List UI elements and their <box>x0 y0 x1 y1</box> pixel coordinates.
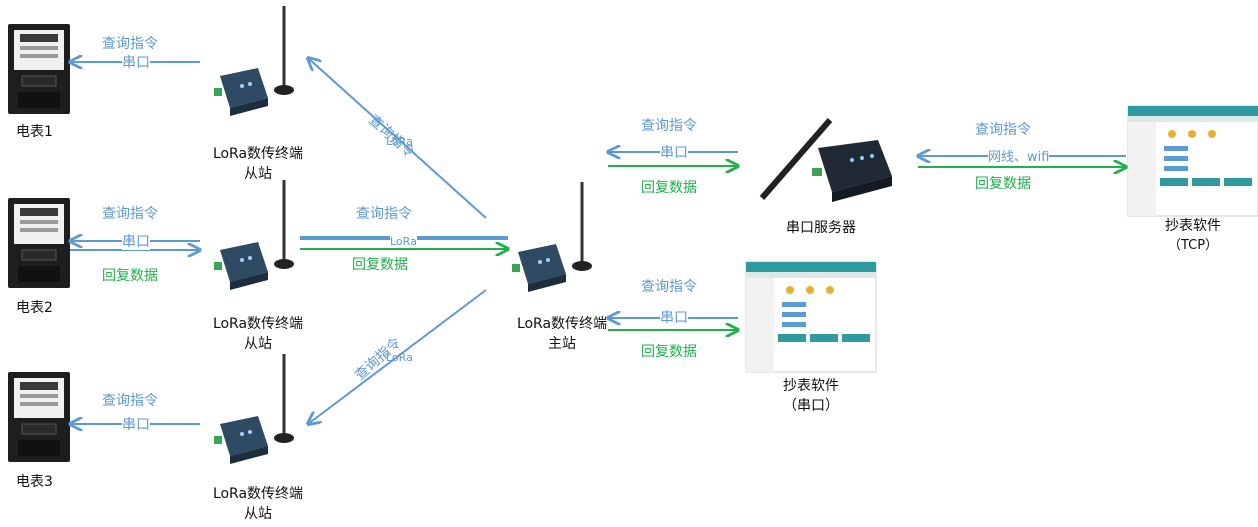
lora-top-medium-label: LoRa <box>386 135 413 148</box>
meter-1-image <box>7 23 71 115</box>
master-device <box>510 180 594 294</box>
meter-2-image <box>7 197 71 289</box>
meter-3-image <box>7 371 71 463</box>
lora-mid-query-label: 查询指令 <box>356 206 412 222</box>
serial-software-label: 抄表软件 （串口） <box>746 378 876 414</box>
slave-2-label: LoRa数传终端 从站 <box>196 316 320 352</box>
serial-software-line2: （串口） <box>783 398 839 414</box>
slave-3-line2: 从站 <box>244 506 272 522</box>
server-query-label: 查询指令 <box>641 118 697 134</box>
meter1-medium-label: 串口 <box>122 55 150 71</box>
lora-bottom-arrow <box>308 289 487 424</box>
lora-top-arrow <box>308 58 487 219</box>
slave-1-label: LoRa数传终端 从站 <box>196 146 320 182</box>
serial-sw-query-label: 查询指令 <box>641 279 697 295</box>
meter-3-label: 电表3 <box>16 474 53 490</box>
meter2-reply-label: 回复数据 <box>102 268 158 284</box>
serial-sw-reply-label: 回复数据 <box>641 344 697 360</box>
lora-mid-medium-label: LoRa <box>390 235 417 248</box>
tcp-query-label: 查询指令 <box>975 122 1031 138</box>
slave-2-line2: 从站 <box>244 336 272 352</box>
slave-1-line1: LoRa数传终端 <box>212 146 304 162</box>
master-label: LoRa数传终端 主站 <box>496 316 628 352</box>
tcp-software-screenshot <box>1127 105 1258 217</box>
meter2-medium-label: 串口 <box>122 234 150 250</box>
tcp-software-line2: （TCP） <box>1167 238 1219 253</box>
meter2-query-label: 查询指令 <box>102 206 158 222</box>
serial-software-screenshot <box>745 261 877 373</box>
serial-software-line1: 抄表软件 <box>783 378 839 394</box>
master-line2: 主站 <box>548 336 576 352</box>
slave-2-line1: LoRa数传终端 <box>212 316 304 332</box>
server-medium-label: 串口 <box>660 145 688 161</box>
meter-2-label: 电表2 <box>16 300 53 316</box>
slave-3-line1: LoRa数传终端 <box>212 486 304 502</box>
slave-3-device <box>212 352 296 466</box>
serial-server-label: 串口服务器 <box>786 220 856 236</box>
tcp-software-label: 抄表软件 （TCP） <box>1128 218 1258 254</box>
tcp-software-line1: 抄表软件 <box>1165 218 1221 234</box>
server-reply-label: 回复数据 <box>641 180 697 196</box>
tcp-reply-label: 回复数据 <box>975 176 1031 192</box>
serial-server-device <box>740 118 900 218</box>
meter1-query-label: 查询指令 <box>102 36 158 52</box>
lora-bottom-medium-label: LoRa <box>386 351 413 364</box>
slave-1-line2: 从站 <box>244 166 272 182</box>
slave-3-label: LoRa数传终端 从站 <box>196 486 320 522</box>
meter-1-label: 电表1 <box>16 124 53 140</box>
slave-2-device <box>212 178 296 292</box>
tcp-medium-label: 网线、wifi <box>988 150 1050 166</box>
meter3-query-label: 查询指令 <box>102 393 158 409</box>
master-line1: LoRa数传终端 <box>516 316 608 332</box>
lora-mid-reply-label: 回复数据 <box>352 257 408 273</box>
slave-1-device <box>212 4 296 118</box>
meter3-medium-label: 串口 <box>122 417 150 433</box>
serial-sw-medium-label: 串口 <box>660 310 688 326</box>
